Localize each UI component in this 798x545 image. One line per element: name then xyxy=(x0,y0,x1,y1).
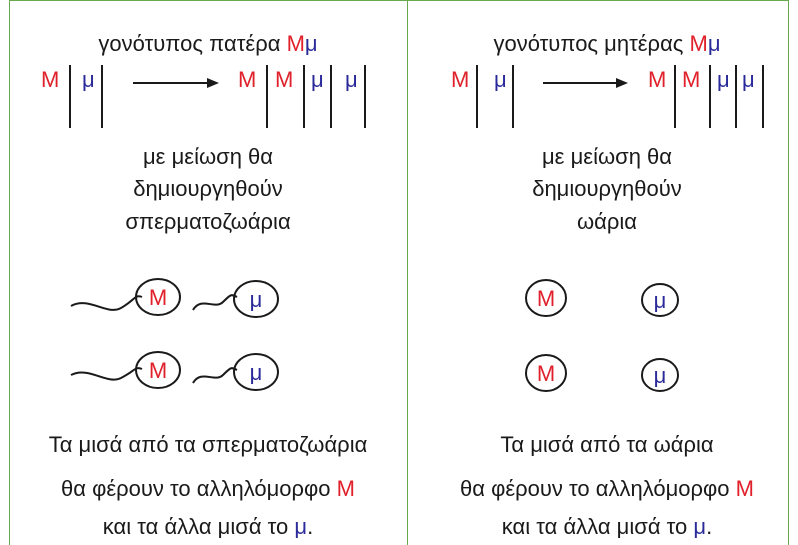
egg-cell xyxy=(525,279,567,317)
allele-M: M xyxy=(286,31,305,56)
chromosome-label: M xyxy=(238,67,256,92)
sperm-tail xyxy=(192,294,238,311)
conclusion-line-3: και τα άλλα μισά το μ. xyxy=(9,513,407,541)
sperm-allele-label: M xyxy=(149,358,167,383)
chromosome-label: μ xyxy=(82,67,95,92)
conclusion-text: θα φέρουν το αλληλόμορφο xyxy=(460,476,736,501)
conclusion-period: . xyxy=(307,514,314,539)
sperm-head xyxy=(233,280,279,318)
allele-mu: μ xyxy=(707,31,721,56)
panel-divider xyxy=(407,0,408,545)
egg-allele-label: μ xyxy=(654,363,667,388)
sperm-tail xyxy=(70,367,143,381)
egg-cell xyxy=(525,354,567,392)
chromosome-label: μ xyxy=(345,67,358,92)
arrow-head-icon xyxy=(207,78,219,88)
allele-M: M xyxy=(689,31,708,56)
mother-chromosome-diagram: M μ M M μ μ M μ M μ xyxy=(451,65,764,392)
process-line-1: με μείωση θα xyxy=(541,144,673,169)
chromosome-label: μ xyxy=(742,67,755,92)
diagram-frame xyxy=(9,0,789,545)
chromosome-label: M xyxy=(451,67,469,92)
sperm-allele-label: μ xyxy=(250,287,263,312)
conclusion-line-3: και τα άλλα μισά το μ. xyxy=(408,513,798,541)
father-chromosome-diagram: M μ M M μ μ M μ M μ xyxy=(41,65,366,391)
arrow-head-icon xyxy=(616,78,628,88)
egg-cell xyxy=(641,283,679,317)
sperm-tail xyxy=(192,367,238,384)
sperm-tail xyxy=(70,295,143,311)
egg-cell xyxy=(641,358,679,392)
egg-allele-label: M xyxy=(537,361,555,386)
conclusion-text: και τα άλλα μισά το xyxy=(102,514,295,539)
conclusion-line-1: Τα μισά από τα σπερματοζωάρια xyxy=(48,432,368,457)
process-line-3: σπερματοζωάρια xyxy=(125,209,291,234)
process-line-1: με μείωση θα xyxy=(142,144,274,169)
conclusion-text: θα φέρουν το αλληλόμορφο xyxy=(61,476,337,501)
allele-mu: μ xyxy=(294,514,308,539)
chromosome-label: μ xyxy=(717,67,730,92)
chromosome-label: M xyxy=(41,67,59,92)
egg-allele-label: μ xyxy=(654,288,667,313)
chromosome-label: μ xyxy=(494,67,507,92)
allele-mu: μ xyxy=(693,514,707,539)
process-line-2: δημιουργηθούν xyxy=(133,176,283,201)
sperm-head xyxy=(135,351,181,389)
mother-genotype-title: γονότυπος μητέρας Mμ xyxy=(408,30,798,58)
chromosome-label: M xyxy=(682,67,700,92)
egg-allele-label: M xyxy=(537,286,555,311)
chromosome-label: M xyxy=(275,67,293,92)
process-line-3: ωάρια xyxy=(576,209,638,234)
chromosome-label: M xyxy=(648,67,666,92)
sperm-head xyxy=(233,353,279,391)
genotype-prefix: γονότυπος πατέρα xyxy=(98,31,287,56)
chromosome-label: μ xyxy=(311,67,324,92)
sperm-allele-label: μ xyxy=(250,360,263,385)
father-genotype-title: γονότυπος πατέρα Mμ xyxy=(9,30,407,58)
sperm-allele-label: M xyxy=(149,285,167,310)
conclusion-period: . xyxy=(706,514,713,539)
conclusion-text: και τα άλλα μισά το xyxy=(501,514,694,539)
mother-panel: γονότυπος μητέρας Mμ M μ M M μ μ M μ M μ… xyxy=(408,0,798,545)
allele-M: M xyxy=(336,476,355,501)
sperm-head xyxy=(135,278,181,316)
father-panel: γονότυπος πατέρα Mμ M μ M M μ μ M μ M μ xyxy=(9,0,407,545)
genotype-prefix: γονότυπος μητέρας xyxy=(493,31,690,56)
allele-M: M xyxy=(735,476,754,501)
conclusion-line-2: θα φέρουν το αλληλόμορφο M xyxy=(9,475,407,503)
conclusion-line-1: Τα μισά από τα ωάρια xyxy=(500,432,714,457)
conclusion-line-2: θα φέρουν το αλληλόμορφο M xyxy=(408,475,798,503)
process-line-2: δημιουργηθούν xyxy=(532,176,682,201)
allele-mu: μ xyxy=(304,31,318,56)
